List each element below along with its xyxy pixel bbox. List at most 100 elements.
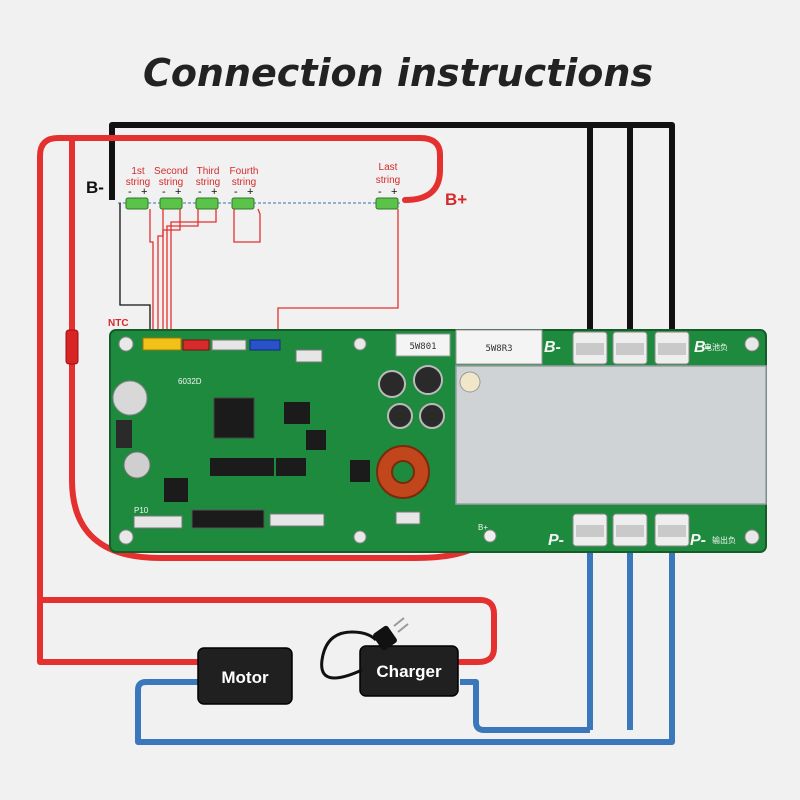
svg-text:+: + <box>141 186 147 198</box>
ic-chip <box>210 458 274 476</box>
b-minus-wires <box>109 122 675 345</box>
b-minus-label: B- <box>86 178 104 197</box>
coin-cell <box>123 451 151 479</box>
diagram-title: Connection instructions <box>143 51 653 95</box>
mount-hole <box>744 529 760 545</box>
silk-b-minus-right: B- <box>694 339 711 356</box>
terminal-screw <box>658 525 686 537</box>
terminal-screw <box>616 525 644 537</box>
cell-polarity-signs: - + - + - + - + - + <box>128 186 397 198</box>
svg-text:-: - <box>162 186 166 198</box>
mount-hole <box>353 530 367 544</box>
b-minus-main-wire <box>109 122 675 345</box>
ic-chip <box>276 458 306 476</box>
ntc-sense-wire <box>119 203 151 340</box>
inline-fuse <box>65 329 79 365</box>
header-connector <box>191 509 265 529</box>
svg-text:-: - <box>128 186 132 198</box>
terminal-screw <box>576 525 604 537</box>
balance-connector <box>142 337 182 351</box>
battery-cell-2 <box>159 197 183 210</box>
svg-text:+: + <box>175 186 181 198</box>
silk-cn-p: 输出负 <box>712 535 736 545</box>
silk-p-minus-right: P- <box>690 532 706 549</box>
string-2-label-line1: Second <box>154 166 188 177</box>
power-resistor <box>455 329 543 365</box>
terminal-screw <box>576 343 604 355</box>
string-4-label-line1: Fourth <box>230 166 259 177</box>
power-resistor <box>395 333 451 357</box>
ic-chip <box>164 478 188 502</box>
ic-chip <box>350 460 370 482</box>
string-1-label-line1: 1st <box>131 166 145 177</box>
balance-sense-wires <box>149 208 399 340</box>
white-connector <box>269 513 325 527</box>
mcu-chip <box>213 397 255 439</box>
battery-cell-1 <box>125 197 149 210</box>
p-minus-wires <box>135 540 675 745</box>
string-3-label-line2: string <box>196 177 220 188</box>
b-plus-board-terminal <box>483 529 497 543</box>
board-model: 6032D <box>178 377 202 386</box>
white-connector <box>295 349 323 363</box>
resistor-2-label: 5W8R3 <box>485 344 512 354</box>
bms-board: 5W801 5W8R3 6032D P10 B- <box>109 329 767 553</box>
red-connector <box>182 339 210 351</box>
svg-text:-: - <box>378 186 382 198</box>
svg-text:+: + <box>247 186 253 198</box>
b-plus-label: B+ <box>445 190 467 209</box>
svg-text:-: - <box>234 186 238 198</box>
string-1-label-line2: string <box>126 177 150 188</box>
battery-cell-4 <box>231 197 255 210</box>
svg-text:-: - <box>198 186 202 198</box>
charger-label: Charger <box>376 662 442 681</box>
battery-cell-last <box>375 197 399 210</box>
svg-text:+: + <box>211 186 217 198</box>
mount-hole <box>353 337 367 351</box>
toroid-core <box>391 460 415 484</box>
capacitor <box>413 365 443 395</box>
white-connector <box>211 339 247 351</box>
terminal-screw <box>658 343 686 355</box>
mount-hole <box>118 336 134 352</box>
silk-b-minus: B- <box>544 339 561 356</box>
buzzer <box>112 380 148 416</box>
string-4-label-line2: string <box>232 177 256 188</box>
motor-device: Motor <box>197 647 293 705</box>
string-3-label-line1: Third <box>197 166 220 177</box>
capacitor <box>419 403 445 429</box>
battery-cell-3 <box>195 197 219 210</box>
resistor-1-label: 5W801 <box>409 342 436 352</box>
mount-hole <box>118 529 134 545</box>
ntc-label: NTC <box>108 318 129 329</box>
motor-box <box>197 647 293 705</box>
p10-connector <box>133 515 183 529</box>
silk-p-minus: P- <box>548 532 564 549</box>
motor-label: Motor <box>221 668 269 687</box>
capacitor <box>378 370 406 398</box>
p-minus-to-motor-wire <box>135 540 675 745</box>
charger-cord <box>320 630 378 680</box>
blue-connector <box>249 339 281 351</box>
silk-b-plus: B+ <box>478 523 488 532</box>
terminal-screw <box>616 343 644 355</box>
mount-hole <box>744 336 760 352</box>
ac-plug-icon <box>373 617 409 651</box>
svg-text:+: + <box>391 186 397 198</box>
p-minus-to-charger-wire <box>460 679 590 733</box>
b-plus-to-charger-wire <box>37 597 497 665</box>
string-2-label-line2: string <box>159 177 183 188</box>
silk-cn-b: 电池负 <box>704 342 728 352</box>
relay <box>116 420 132 448</box>
white-connector <box>395 511 421 525</box>
capacitor <box>387 403 413 429</box>
charger-device: Charger <box>320 617 459 697</box>
b-plus-to-motor-wire <box>37 135 443 665</box>
heatsink <box>455 365 767 505</box>
string-last-label-line2: string <box>376 175 400 186</box>
p10-label: P10 <box>134 506 149 515</box>
ic-chip <box>284 402 310 424</box>
qc-sticker <box>459 371 481 393</box>
